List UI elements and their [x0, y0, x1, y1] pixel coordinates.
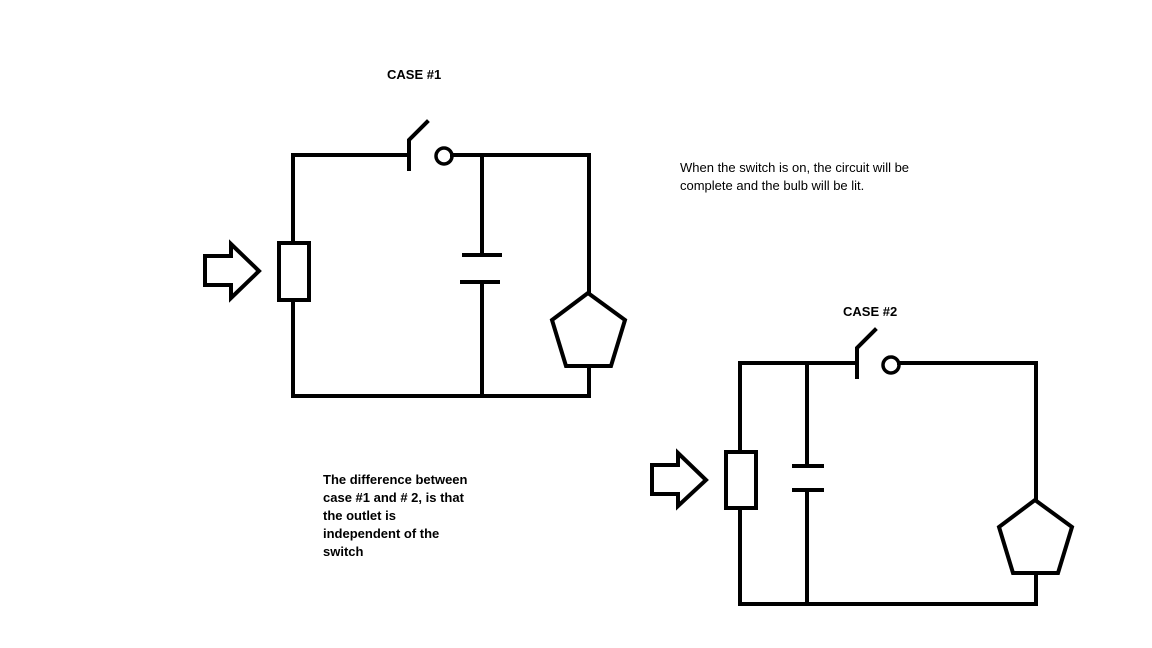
- case2-capacitor-icon: [792, 464, 824, 492]
- case2-switch-icon: [855, 327, 901, 379]
- case1-resistor-icon: [277, 241, 311, 302]
- case1-capacitor-icon: [460, 253, 502, 284]
- case1-switch-icon: [407, 119, 454, 171]
- case2-bulb-icon: [996, 497, 1075, 575]
- case2-resistor-icon: [724, 450, 758, 510]
- case1-input-arrow-icon: [203, 239, 262, 303]
- case2-title: CASE #2: [843, 304, 898, 319]
- case2-input-arrow-icon: [650, 448, 709, 511]
- case2-circuit: [650, 327, 1075, 606]
- case1-title: CASE #1: [387, 67, 442, 82]
- switch-note: When the switch is on, the circuit will …: [680, 160, 910, 193]
- case1-bulb-icon: [549, 290, 628, 368]
- difference-note: The difference between case #1 and # 2, …: [323, 472, 468, 559]
- case1-circuit: [203, 119, 628, 398]
